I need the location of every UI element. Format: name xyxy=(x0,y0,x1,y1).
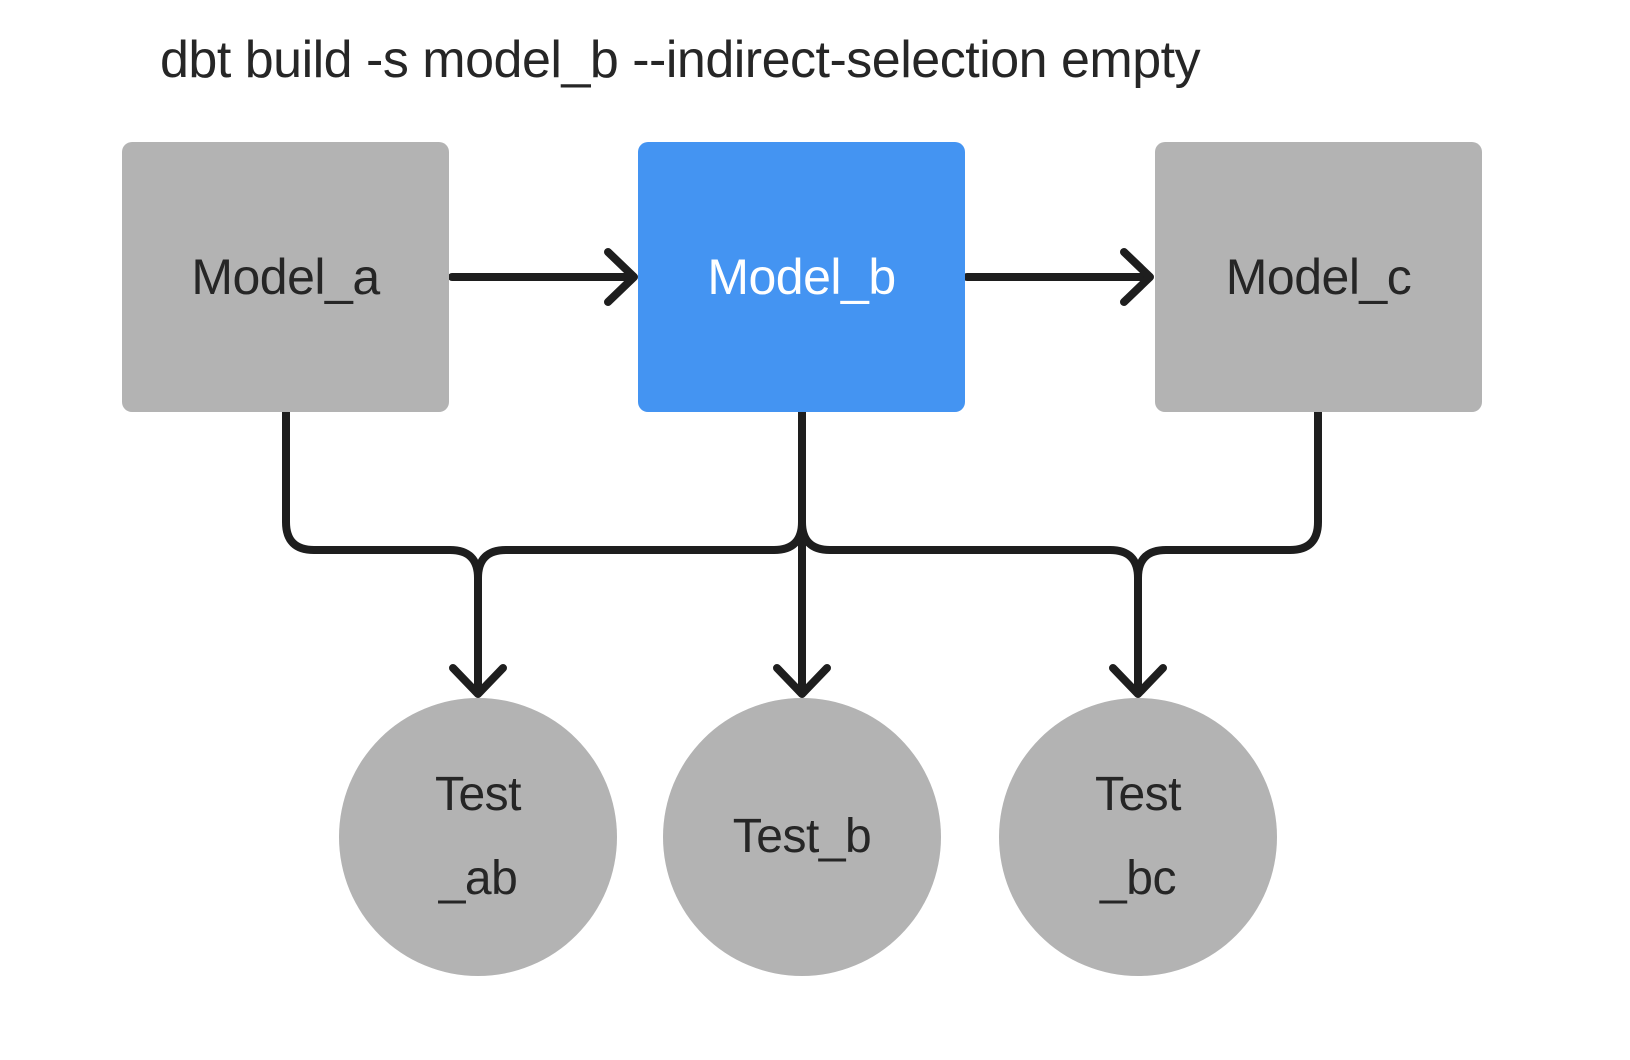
node-model-a-label: Model_a xyxy=(191,249,380,305)
node-test-b-label: Test_b xyxy=(732,810,872,863)
node-model-c: Model_c xyxy=(1155,142,1482,412)
arrowhead-model-b-to-model-c xyxy=(1120,248,1154,306)
node-test-ab-label-line2: _ab xyxy=(438,852,518,905)
node-test-b: Test_b xyxy=(663,698,941,976)
arrowhead-model-a-to-model-b xyxy=(604,248,638,306)
node-model-b-label: Model_b xyxy=(707,249,896,305)
node-test-bc: Test _bc xyxy=(999,698,1277,976)
arrowhead-to-test-bc xyxy=(1109,664,1167,698)
node-test-bc-label-line1: Test xyxy=(1094,768,1182,821)
node-test-ab: Test _ab xyxy=(339,698,617,976)
node-test-ab-label-line1: Test xyxy=(434,768,522,821)
arrowhead-to-test-b xyxy=(773,664,831,698)
node-model-b-selected: Model_b xyxy=(638,142,965,412)
arrowhead-to-test-ab xyxy=(449,664,507,698)
edge-model-b-to-test-ab xyxy=(474,408,806,694)
edge-model-a-to-test-ab xyxy=(282,408,482,694)
node-model-c-label: Model_c xyxy=(1225,249,1412,305)
node-model-a: Model_a xyxy=(122,142,449,412)
edge-model-b-to-test-bc xyxy=(798,408,1142,694)
command-title: dbt build -s model_b --indirect-selectio… xyxy=(160,31,1201,89)
node-test-bc-label-line2: _bc xyxy=(1100,852,1176,905)
edge-model-c-to-test-bc xyxy=(1134,408,1322,694)
